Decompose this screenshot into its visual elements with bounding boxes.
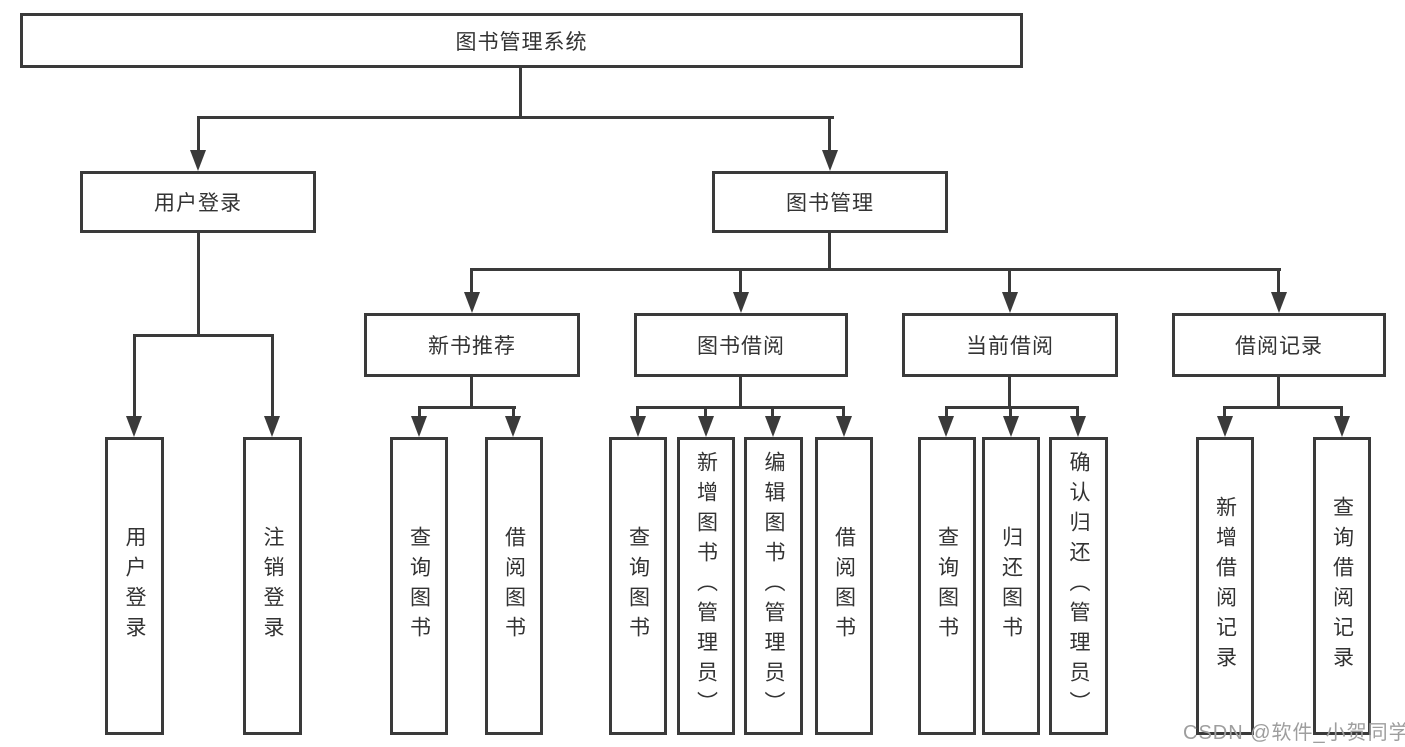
node-current-borrow: 当前借阅 [902, 313, 1118, 377]
leaf-records-add-record-label: 新增借阅记录 [1213, 496, 1237, 676]
connector-line [1009, 408, 1012, 418]
connector-line [1223, 408, 1226, 418]
leaf-current-query-books: 查询图书 [918, 437, 976, 735]
leaf-borrow-add-book-admin: 新增图书（管理员） [677, 437, 735, 735]
arrow-down-icon [822, 150, 838, 171]
arrow-down-icon [1271, 292, 1287, 313]
connector-line [197, 116, 834, 119]
arrow-down-icon [505, 416, 521, 437]
arrow-down-icon [630, 416, 646, 437]
connector-line [704, 408, 707, 418]
connector-line [519, 68, 522, 118]
connector-line [739, 270, 742, 293]
node-root: 图书管理系统 [20, 13, 1023, 68]
leaf-borrow-edit-book-admin: 编辑图书（管理员） [744, 437, 803, 735]
arrow-down-icon [1003, 416, 1019, 437]
arrow-down-icon [938, 416, 954, 437]
leaf-borrow-borrow-books-label: 借阅图书 [832, 526, 856, 646]
arrow-down-icon [464, 292, 480, 313]
leaf-records-add-record: 新增借阅记录 [1196, 437, 1254, 735]
connector-line [828, 233, 831, 270]
arrow-down-icon [126, 416, 142, 437]
connector-line [271, 336, 274, 417]
leaf-recommend-query-books-label: 查询图书 [407, 526, 431, 646]
connector-line [418, 408, 421, 418]
leaf-recommend-borrow-books-label: 借阅图书 [502, 526, 526, 646]
watermark: CSDN @软件_小贺同学 [1183, 722, 1405, 744]
leaf-current-confirm-return-admin: 确认归还（管理员） [1049, 437, 1108, 735]
connector-line [945, 406, 1079, 409]
leaf-borrow-add-book-admin-label: 新增图书（管理员） [694, 451, 718, 721]
connector-line [771, 408, 774, 418]
connector-line [197, 233, 200, 336]
arrow-down-icon [765, 416, 781, 437]
connector-line [842, 408, 845, 418]
connector-line [1008, 270, 1011, 293]
node-user-login: 用户登录 [80, 171, 316, 233]
leaf-user-login-label: 用户登录 [123, 526, 146, 646]
connector-line [133, 336, 136, 417]
connector-line [1277, 377, 1280, 408]
leaf-current-query-books-label: 查询图书 [935, 526, 959, 646]
connector-line [828, 118, 831, 152]
connector-line [1223, 406, 1343, 409]
arrow-down-icon [1334, 416, 1350, 437]
connector-line [470, 268, 1281, 271]
arrow-down-icon [1002, 292, 1018, 313]
leaf-current-confirm-return-admin-label: 确认归还（管理员） [1067, 451, 1090, 721]
connector-line [1277, 270, 1280, 293]
leaf-current-return-books: 归还图书 [982, 437, 1040, 735]
connector-line [418, 406, 516, 409]
leaf-logout-label: 注销登录 [261, 526, 284, 646]
leaf-user-login: 用户登录 [105, 437, 164, 735]
connector-line [512, 408, 515, 418]
leaf-records-query-record-label: 查询借阅记录 [1330, 496, 1354, 676]
arrow-down-icon [411, 416, 427, 437]
connector-line [197, 118, 200, 152]
connector-line [1340, 408, 1343, 418]
node-book-management: 图书管理 [712, 171, 948, 233]
arrow-down-icon [836, 416, 852, 437]
connector-line [1008, 377, 1011, 408]
leaf-borrow-query-books: 查询图书 [609, 437, 667, 735]
arrow-down-icon [698, 416, 714, 437]
connector-line [945, 408, 948, 418]
node-new-book-recommend: 新书推荐 [364, 313, 580, 377]
leaf-recommend-query-books: 查询图书 [390, 437, 448, 735]
leaf-recommend-borrow-books: 借阅图书 [485, 437, 543, 735]
arrow-down-icon [733, 292, 749, 313]
node-borrow-record: 借阅记录 [1172, 313, 1386, 377]
arrow-down-icon [1217, 416, 1233, 437]
arrow-down-icon [1070, 416, 1086, 437]
connector-line [636, 406, 845, 409]
connector-line [133, 334, 274, 337]
connector-line [739, 377, 742, 408]
connector-line [1076, 408, 1079, 418]
connector-line [470, 270, 473, 293]
leaf-borrow-borrow-books: 借阅图书 [815, 437, 873, 735]
leaf-borrow-edit-book-admin-label: 编辑图书（管理员） [762, 451, 785, 721]
arrow-down-icon [264, 416, 280, 437]
leaf-records-query-record: 查询借阅记录 [1313, 437, 1371, 735]
connector-line [470, 377, 473, 408]
connector-line [636, 408, 639, 418]
arrow-down-icon [190, 150, 206, 171]
node-book-borrow: 图书借阅 [634, 313, 848, 377]
leaf-borrow-query-books-label: 查询图书 [626, 526, 650, 646]
leaf-logout: 注销登录 [243, 437, 302, 735]
leaf-current-return-books-label: 归还图书 [999, 526, 1023, 646]
